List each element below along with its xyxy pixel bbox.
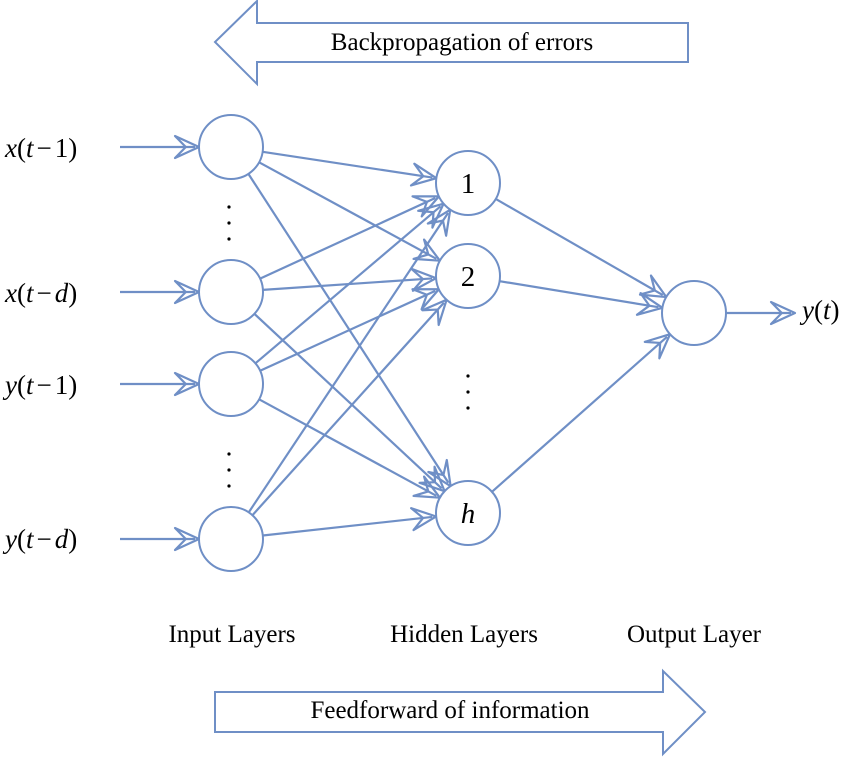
edge-hidden-3-output <box>491 333 672 493</box>
input-arrow-1 <box>120 134 201 160</box>
input-label-4: y(t−d) <box>2 524 77 554</box>
hidden-node-1 <box>435 150 501 216</box>
input-label-3: y(t−1) <box>2 370 77 400</box>
hidden-node-h-label: h <box>461 498 476 530</box>
edge-hidden-1-output <box>495 198 668 299</box>
edge-input-2-hidden-1 <box>259 195 441 280</box>
connections <box>120 134 797 552</box>
hidden-node-2 <box>435 243 501 309</box>
input-node-4 <box>198 506 264 572</box>
backprop-arrow: Backpropagation of errors <box>213 0 689 87</box>
backprop-arrow-shape <box>213 0 689 87</box>
edge-input-4-hidden-3 <box>262 507 438 537</box>
edge-input-3-hidden-2 <box>259 288 440 372</box>
hidden-node-2-label: 2 <box>461 261 476 293</box>
hidden-layer-label: Hidden Layers <box>390 621 538 648</box>
input-node-2 <box>198 259 264 325</box>
output-layer: y(t) <box>661 280 840 346</box>
input-label-1: x(t−1) <box>4 133 77 163</box>
edge-hidden-2-output <box>499 280 664 316</box>
input-ellipsis-bottom <box>227 452 231 488</box>
hidden-node-h <box>435 480 501 546</box>
edge-input-4-hidden-1 <box>247 208 452 513</box>
input-layer <box>198 114 264 572</box>
input-arrow-4 <box>120 526 201 552</box>
hidden-ellipsis <box>466 374 470 410</box>
input-node-3 <box>198 351 264 417</box>
feedforward-arrow-shape <box>214 668 707 757</box>
input-arrow-2 <box>120 279 201 305</box>
layer-labels: Input Layers Hidden Layers Output Layer <box>168 621 761 648</box>
edge-input-1-hidden-1 <box>262 150 438 187</box>
output-label: y(t) <box>799 295 840 325</box>
input-labels: x(t−1) x(t−d) y(t−1) y(t−d) <box>2 133 77 554</box>
feedforward-arrow: Feedforward of information <box>214 668 707 757</box>
input-node-1 <box>198 114 264 180</box>
output-layer-label: Output Layer <box>627 621 762 648</box>
edge-input-4-hidden-2 <box>251 298 448 516</box>
feedforward-label: Feedforward of information <box>310 697 590 724</box>
backprop-label: Backpropagation of errors <box>331 29 593 56</box>
hidden-layer: 1 2 h <box>435 150 501 546</box>
input-ellipsis-top <box>227 205 231 241</box>
edge-input-3-hidden-3 <box>258 398 441 499</box>
edge-input-1-hidden-2 <box>258 161 441 262</box>
input-arrow-3 <box>120 371 201 397</box>
input-layer-label: Input Layers <box>168 621 295 648</box>
edge-input-2-hidden-3 <box>253 313 446 493</box>
input-label-2: x(t−d) <box>4 278 77 308</box>
output-node <box>661 280 727 346</box>
hidden-node-1-label: 1 <box>461 168 476 200</box>
output-arrow <box>726 300 797 326</box>
edge-input-2-hidden-2 <box>262 267 438 292</box>
